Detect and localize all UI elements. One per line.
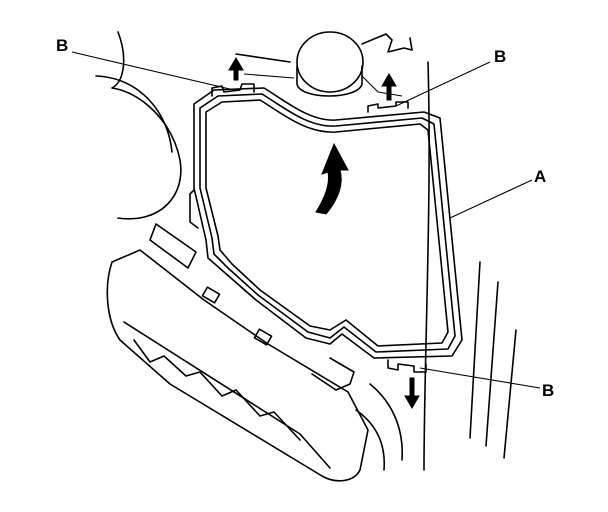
lower-block-tab-1 bbox=[201, 286, 221, 304]
leader-b-top-left bbox=[71, 51, 235, 91]
lower-curve-1 bbox=[369, 383, 403, 461]
clip-b-top-right-arrow-icon bbox=[381, 73, 397, 101]
label-a: A bbox=[534, 167, 546, 186]
removal-arrow-icon bbox=[315, 142, 349, 215]
reservoir-body bbox=[296, 65, 363, 97]
leader-b-top-right bbox=[395, 61, 491, 107]
lower-block-side bbox=[149, 223, 197, 269]
clip-b-top-right bbox=[367, 73, 409, 113]
cover-left-tab bbox=[189, 189, 199, 229]
cover-outline-outer bbox=[193, 87, 463, 359]
label-b-bottom-right: B bbox=[542, 381, 554, 400]
lower-block-clip bbox=[311, 357, 355, 391]
reservoir-bracket bbox=[235, 33, 413, 63]
lower-block-outline bbox=[106, 249, 369, 482]
cover-a bbox=[189, 87, 463, 359]
right-frame-line-3 bbox=[503, 329, 517, 459]
clip-b-top-left bbox=[211, 57, 255, 97]
left-round-component-inner bbox=[95, 75, 173, 153]
clip-b-bottom-right-arrow-icon bbox=[404, 377, 420, 409]
clip-b-top-left-arrow-icon bbox=[228, 57, 244, 81]
leader-b-bottom-right bbox=[419, 367, 541, 389]
right-edge-line bbox=[423, 61, 430, 471]
label-b-top-right: B bbox=[494, 47, 506, 66]
left-round-component bbox=[111, 31, 182, 220]
lower-block-ridge-2 bbox=[133, 339, 301, 441]
background-parts bbox=[95, 31, 517, 482]
leader-a bbox=[449, 179, 533, 219]
right-frame-line-1 bbox=[469, 261, 481, 439]
label-b-top-left: B bbox=[56, 36, 68, 55]
lower-curve-2 bbox=[355, 409, 386, 471]
cover-outline-middle bbox=[199, 93, 456, 353]
cover-outline-inner bbox=[205, 99, 449, 347]
clip-b-bottom-right bbox=[387, 359, 427, 409]
lower-block-tab-2 bbox=[253, 328, 273, 346]
reservoir-hose bbox=[243, 73, 403, 97]
lower-block-ridge-1 bbox=[123, 321, 331, 469]
right-frame-line-2 bbox=[485, 281, 499, 447]
reservoir-cap bbox=[296, 31, 364, 93]
